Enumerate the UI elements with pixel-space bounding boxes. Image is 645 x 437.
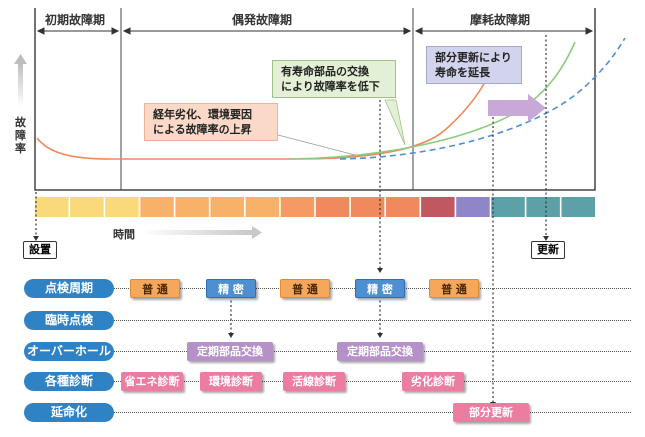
overhaul-parts-exchange-2: 定期部品交換 xyxy=(337,342,423,361)
timeline-segment xyxy=(456,197,490,217)
diagnosis-live-line: 活線診断 xyxy=(283,372,345,391)
y-axis-arrow xyxy=(14,54,27,107)
parts-callout-line2: により故障率を低下 xyxy=(281,80,380,93)
timeline-segment xyxy=(175,197,209,217)
curve-green xyxy=(289,41,576,160)
aging-callout-line1: 経年劣化、環境要因 xyxy=(153,108,252,121)
update-callout-line1: 部分更新により xyxy=(435,51,512,64)
timeline-segment xyxy=(140,197,174,217)
parts-exchange-callout: 有寿命部品の交換 により故障率を低下 xyxy=(272,60,396,98)
phase-label-wearout: 摩耗故障期 xyxy=(470,13,531,27)
timeline-segment xyxy=(421,197,455,217)
timeline-segment xyxy=(386,197,420,217)
inspection-precision-2: 精 密 xyxy=(355,279,405,298)
phase-bracket-random xyxy=(122,27,412,35)
aging-pointer xyxy=(277,134,356,156)
diagnosis-energy-saving: 省エネ診断 xyxy=(121,372,183,391)
timeline-segment xyxy=(491,197,525,217)
inspection-normal-3: 普 通 xyxy=(429,279,479,298)
install-marker: 設置 xyxy=(23,241,57,259)
inspection-precision-1: 精 密 xyxy=(206,279,256,298)
timeline-segment xyxy=(210,197,244,217)
inspection-normal-2: 普 通 xyxy=(280,279,330,298)
curve-blue-dashed xyxy=(339,37,626,160)
timeline-segment xyxy=(245,197,280,217)
timeline-segment xyxy=(526,197,560,217)
overhaul-parts-exchange-1: 定期部品交換 xyxy=(187,342,273,361)
update-callout-line2: 寿命を延長 xyxy=(435,66,490,79)
timeline-segment xyxy=(350,197,385,217)
life-extension-partial-update: 部分更新 xyxy=(453,403,529,422)
timeline-segment xyxy=(35,197,69,217)
timeline-segment xyxy=(561,197,595,217)
diagnosis-degradation: 劣化診断 xyxy=(402,372,464,391)
parts-callout-tail xyxy=(384,99,406,146)
timeline-segment xyxy=(105,197,139,217)
row-line-temporary xyxy=(114,320,631,321)
timeline-bar xyxy=(34,196,597,218)
row-label-inspection-cycle: 点検周期 xyxy=(24,279,114,298)
phase-bracket-wearout xyxy=(414,27,594,35)
row-label-temporary-inspection: 臨時点検 xyxy=(24,311,114,330)
renewal-marker: 更新 xyxy=(531,241,565,259)
row-label-life-extension: 延命化 xyxy=(24,403,114,422)
timeline-segment xyxy=(70,197,104,217)
timeline-segment xyxy=(280,197,315,217)
phase-label-early: 初期故障期 xyxy=(45,13,106,27)
phase-label-random: 偶発故障期 xyxy=(232,13,293,27)
row-label-overhaul: オーバーホール xyxy=(24,342,114,361)
parts-callout-line1: 有寿命部品の交換 xyxy=(281,65,369,78)
diagnosis-environment: 環境診断 xyxy=(200,372,262,391)
partial-update-callout: 部分更新により 寿命を延長 xyxy=(426,46,522,84)
row-label-diagnosis: 各種診断 xyxy=(24,372,114,391)
aging-callout: 経年劣化、環境要因 による故障率の上昇 xyxy=(144,103,278,141)
timeline-background xyxy=(34,196,597,218)
row-line-diagnosis xyxy=(114,381,631,382)
row-line-extension xyxy=(114,412,631,413)
inspection-normal-1: 普 通 xyxy=(130,279,180,298)
x-axis-arrow xyxy=(142,226,262,239)
curve-orange xyxy=(36,65,494,160)
chart-frame xyxy=(34,8,596,191)
phase-bracket-early xyxy=(36,27,120,35)
y-axis-label: 故障率 xyxy=(15,116,26,155)
x-axis-label: 時間 xyxy=(113,228,135,241)
life-extension-arrow xyxy=(488,94,546,122)
timeline-segment xyxy=(315,197,350,217)
aging-callout-line2: による故障率の上昇 xyxy=(153,123,252,136)
